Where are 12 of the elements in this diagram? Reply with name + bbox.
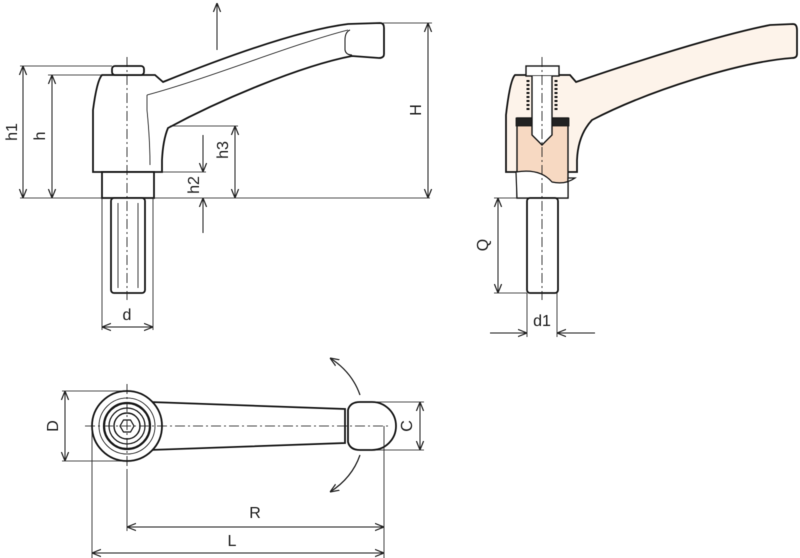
dimension-label: h1 [5, 123, 21, 141]
dimension-label: H [409, 104, 425, 116]
dimension-label: R [249, 506, 261, 522]
dimension-label: h [33, 132, 49, 140]
dimension-label: Q [476, 238, 492, 252]
dimension-label: d [122, 308, 132, 324]
dimension-label: h3 [216, 141, 232, 159]
dimension-label: d1 [533, 314, 551, 330]
dimension-label: D [46, 420, 62, 432]
dimension-label: C [400, 420, 416, 432]
dimension-label: h2 [187, 176, 203, 194]
dimension-label: L [228, 534, 236, 550]
